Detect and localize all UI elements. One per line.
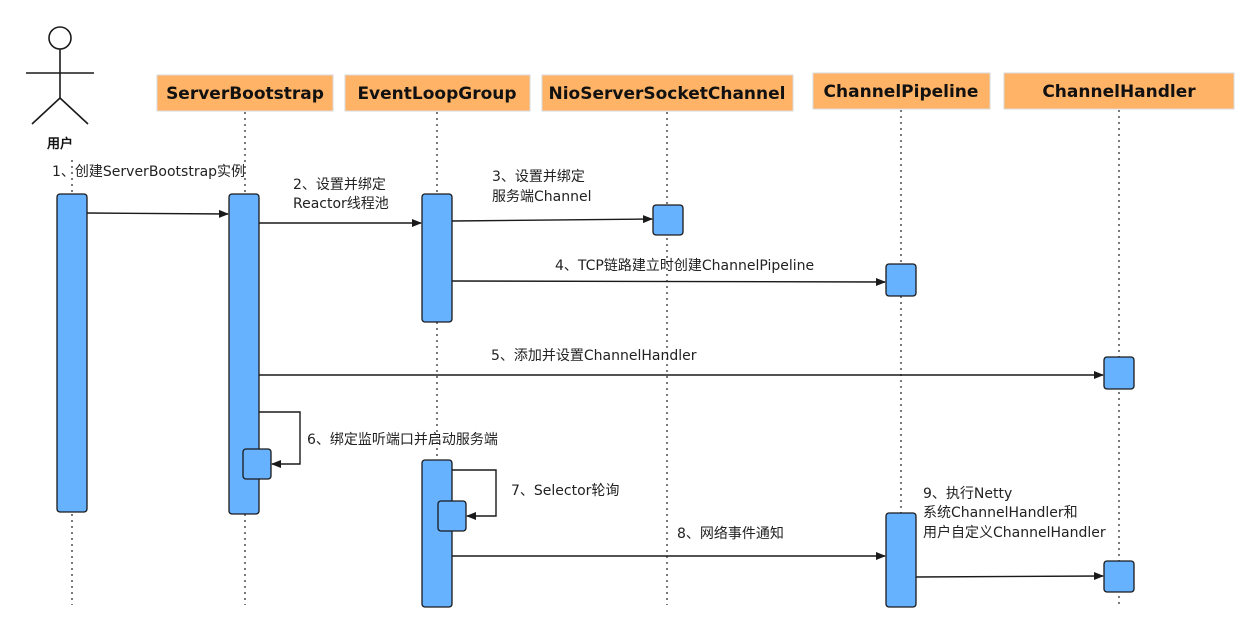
- activation-channelpipeline-1: [885, 263, 917, 297]
- message-arrow-4: [451, 277, 886, 286]
- participant-channelhandler: ChannelHandler: [1003, 72, 1235, 110]
- message-label-9-line1: 9、执行Netty: [923, 486, 1012, 502]
- activation-serverbootstrap: [228, 193, 260, 515]
- participant-header-box: [156, 74, 334, 112]
- message-label-1: 1、创建ServerBootstrap实例: [52, 164, 245, 180]
- message-label-3-line1: 3、设置并绑定: [492, 169, 585, 185]
- activation-channelpipeline-2: [885, 512, 917, 608]
- user-actor: 用户: [26, 26, 94, 152]
- message-arrow-6: [259, 411, 301, 468]
- activation-channelhandler-1: [1103, 356, 1135, 390]
- message-label-2-line2: Reactor线程池: [293, 196, 389, 212]
- participant-label: ChannelHandler: [1042, 82, 1196, 102]
- activation-channelhandler-2: [1103, 560, 1135, 593]
- activation-serverbootstrap-self: [242, 448, 272, 480]
- message-label-4: 4、TCP链路建立时创建ChannelPipeline: [555, 258, 814, 274]
- activation-eventloopgroup-2: [421, 459, 453, 608]
- participant-header-box: [344, 74, 531, 112]
- participant-label: ServerBootstrap: [166, 84, 324, 104]
- message-arrow-1: [86, 209, 229, 218]
- message-arrow-9: [915, 572, 1104, 581]
- message-label-8: 8、网络事件通知: [677, 525, 784, 542]
- message-label-6: 6、绑定监听端口并启动服务端: [307, 432, 498, 448]
- participant-channelpipeline: ChannelPipeline: [812, 72, 991, 110]
- message-label-7: 7、Selector轮询: [511, 483, 619, 499]
- actor-label: 用户: [46, 136, 73, 152]
- message-label-3-line2: 服务端Channel: [492, 189, 591, 205]
- activation-nioserversocketchannel: [652, 204, 684, 236]
- message-label-5: 5、添加并设置ChannelHandler: [491, 348, 697, 364]
- participant-eventloopgroup: EventLoopGroup: [344, 74, 531, 112]
- participant-label: ChannelPipeline: [824, 82, 979, 102]
- participant-header-box: [812, 72, 991, 110]
- activation-eventloopgroup-self: [437, 500, 467, 532]
- participant-header-box: [541, 74, 794, 112]
- participant-serverbootstrap: ServerBootstrap: [156, 74, 334, 112]
- actor-head: [48, 26, 72, 50]
- actor-right-leg: [59, 97, 89, 125]
- participant-label: EventLoopGroup: [357, 84, 516, 104]
- activation-eventloopgroup-1: [421, 193, 453, 323]
- message-label-9-line2: 系统ChannelHandler和: [923, 505, 1078, 521]
- message-label-2-line1: 2、设置并绑定: [293, 177, 386, 193]
- message-arrow-7: [452, 469, 497, 520]
- participant-label: NioServerSocketChannel: [548, 84, 785, 104]
- activation-user: [56, 193, 88, 513]
- participant-nioserversocketchannel: NioServerSocketChannel: [541, 74, 794, 112]
- message-arrow-3: [451, 215, 653, 224]
- actor-left-leg: [31, 97, 61, 125]
- participant-header-box: [1003, 72, 1235, 110]
- message-label-9-line3: 用户自定义ChannelHandler: [923, 524, 1106, 541]
